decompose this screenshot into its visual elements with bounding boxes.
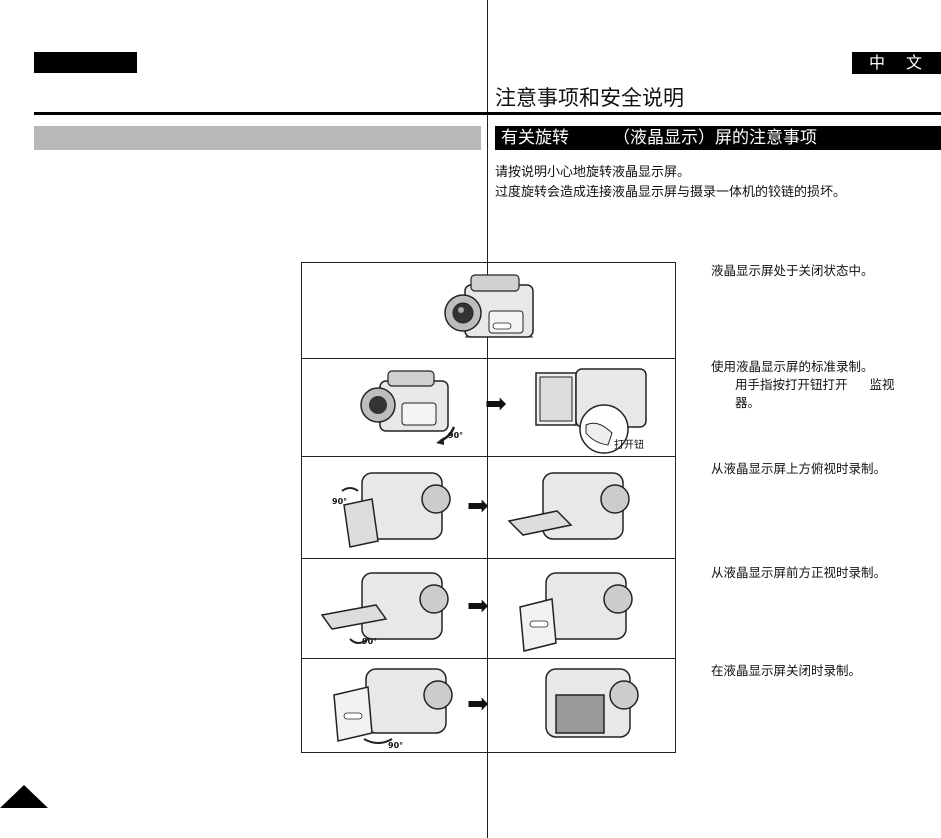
intro-line-2: 过度旋转会造成连接液晶显示屏与摄录一体机的铰链的损坏。 — [495, 185, 847, 200]
arrow-right-icon: ➡ — [467, 491, 489, 521]
section-title-part1: 有关旋转 — [501, 128, 569, 148]
camcorder-lcd-up-illustration — [341, 472, 451, 548]
intro-line-1: 请按说明小心地旋转液晶显示屏。 — [495, 165, 691, 180]
figure-cell-lcd-closed-view: 90° ➡ — [302, 659, 675, 754]
step-3-text: 从液晶显示屏上方俯视时录制。 — [711, 461, 887, 476]
figure-cell-closed — [302, 263, 675, 359]
intro-text: 请按说明小心地旋转液晶显示屏。 过度旋转会造成连接液晶显示屏与摄录一体机的铰链的… — [495, 163, 846, 203]
language-tab-chinese: 中 文 — [852, 52, 941, 74]
camcorder-closed-illustration — [444, 274, 534, 338]
lcd-open-button-illustration — [535, 368, 647, 454]
section-bar-left — [34, 126, 481, 150]
camcorder-lcd-flat-illustration — [507, 472, 630, 540]
rotation-90-label: 90° — [448, 431, 464, 440]
camcorder-lcd-reversed-illustration — [545, 668, 639, 738]
section-title-part2: （液晶显示）屏的注意事项 — [613, 128, 817, 148]
camcorder-lcd-open-illustration — [333, 668, 453, 744]
header-rule — [34, 112, 941, 115]
arrow-right-icon: ➡ — [485, 389, 507, 419]
camcorder-side-illustration — [360, 370, 456, 445]
step-2-sub3: 器。 — [735, 395, 761, 410]
step-2-text: 使用液晶显示屏的标准录制。 用手指按打开钮打开 监视 器。 — [711, 358, 895, 412]
figure-cell-front-view: 90° ➡ — [302, 559, 675, 659]
camcorder-lcd-flat-illustration-2 — [320, 572, 449, 644]
figure-cell-open-standard: 90° ➡ 打开钮 — [302, 359, 675, 457]
section-title: 有关旋转 （液晶显示）屏的注意事项 — [495, 126, 941, 150]
open-button-label: 打开钮 — [614, 440, 644, 451]
arrow-right-icon: ➡ — [467, 689, 489, 719]
step-4-text: 从液晶显示屏前方正视时录制。 — [711, 565, 887, 580]
center-divider — [487, 0, 488, 838]
rotation-90-label-4: 90° — [362, 637, 378, 646]
step-2-main: 使用液晶显示屏的标准录制。 — [711, 359, 874, 374]
page-title: 注意事项和安全说明 — [495, 86, 684, 110]
language-tab-left — [34, 52, 137, 73]
step-2-sub1: 用手指按打开钮打开 — [735, 377, 848, 392]
camcorder-lcd-front-illustration — [519, 572, 633, 652]
step-1-text: 液晶显示屏处于关闭状态中。 — [711, 263, 874, 278]
step-2-sub2: 监视 — [869, 377, 895, 392]
rotation-90-label-3: 90° — [332, 497, 348, 506]
arrow-right-icon: ➡ — [467, 591, 489, 621]
lcd-rotation-figure: 90° ➡ 打开钮 90° ➡ — [301, 262, 676, 753]
rotation-90-label-5: 90° — [388, 741, 404, 750]
step-5-text: 在液晶显示屏关闭时录制。 — [711, 663, 862, 678]
figure-cell-top-view: 90° ➡ — [302, 457, 675, 559]
page-corner-triangle-icon — [0, 785, 48, 808]
